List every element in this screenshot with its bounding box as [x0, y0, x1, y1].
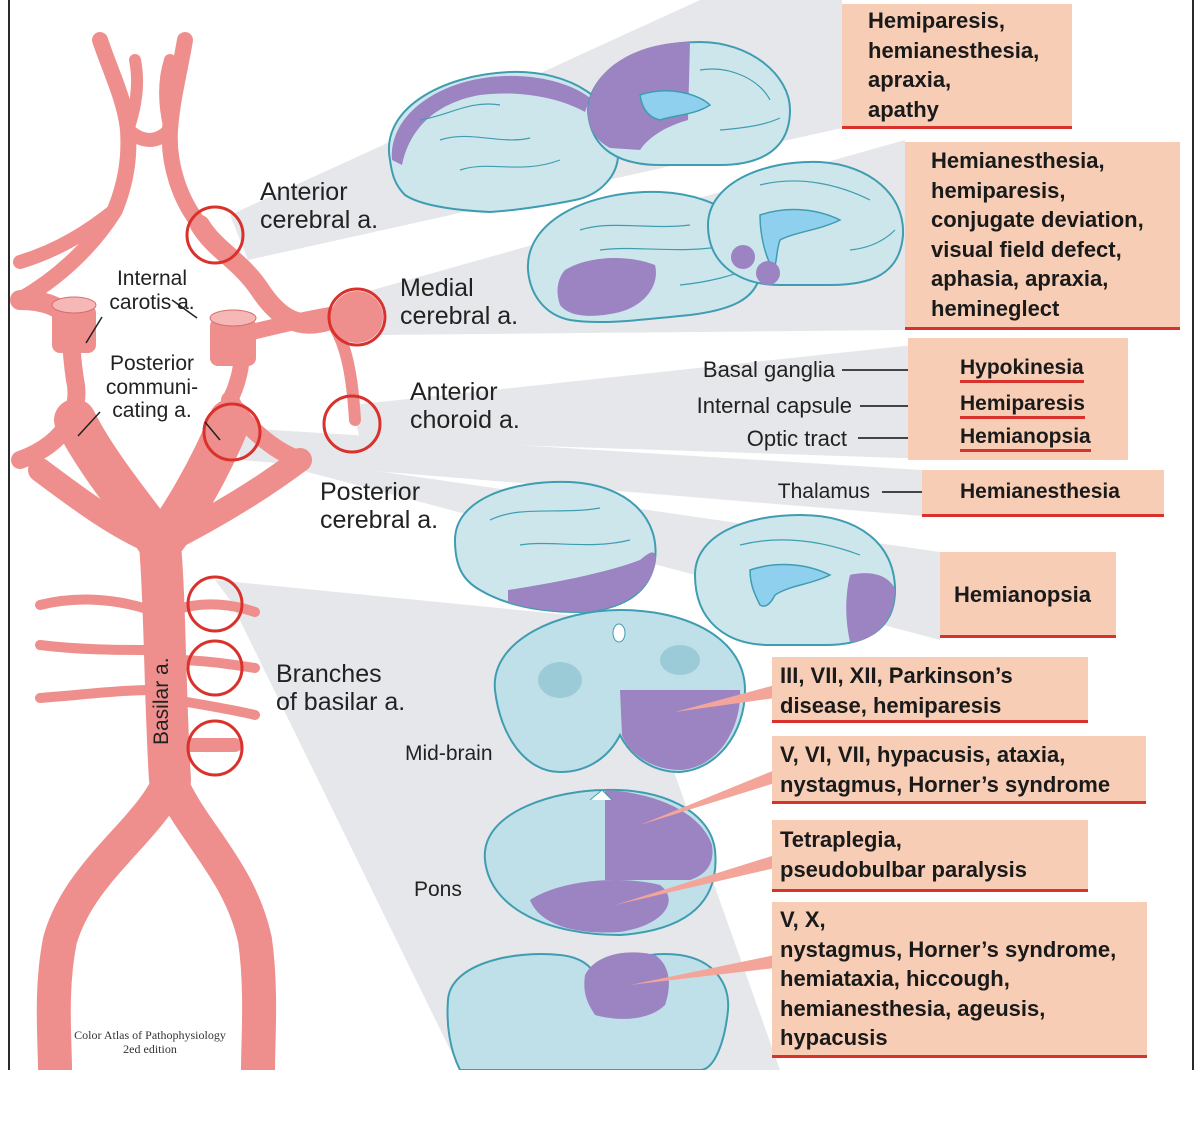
symptom-box-pca-occipital: Hemianopsia	[940, 552, 1116, 638]
brain-mca-lateral	[526, 190, 762, 324]
structure-thalamus: Thalamus	[777, 480, 870, 503]
frame-left-edge	[8, 0, 10, 1070]
label-pointers	[77, 299, 221, 441]
symptom-box-medial-cerebral: Hemianesthesia,hemiparesis,conjugate dev…	[905, 142, 1180, 330]
wedge-pons-basal	[615, 855, 775, 905]
beam-anterior-choroid	[352, 340, 960, 460]
symptom-box-pons-basal: Tetraplegia,pseudobulbar paralysis	[772, 820, 1088, 892]
frame-right-edge	[1192, 0, 1194, 1070]
circle-anterior-cerebral	[185, 205, 245, 265]
brain-pca-lateral	[453, 480, 657, 614]
result-hemianesthesia: Hemianesthesia	[960, 480, 1120, 503]
circle-basilar-branch-1	[186, 575, 244, 633]
result-hemianopsia: Hemianopsia	[960, 425, 1091, 452]
symptom-box-medulla: V, X,nystagmus, Horner’s syndrome,hemiat…	[772, 902, 1147, 1058]
structure-optic-tract: Optic tract	[746, 426, 847, 451]
brain-mca-medial	[706, 160, 905, 286]
circle-basilar-branch-2	[186, 639, 244, 697]
wedge-pons-lateral	[640, 770, 775, 825]
callout-wedges	[615, 685, 775, 985]
thalamus-result-panel	[922, 470, 1164, 517]
brainstem-medulla	[446, 952, 730, 1070]
anterior-choroid-result-panel	[908, 338, 1128, 460]
wedge-medulla	[630, 955, 775, 985]
carotid-left-ascending	[12, 32, 137, 308]
label-midbrain: Mid-brain	[405, 742, 493, 765]
occlusion-circles	[185, 205, 387, 777]
brain-pca-medial	[693, 513, 897, 646]
circle-anterior-choroid	[322, 394, 382, 454]
carotid-siphons	[51, 291, 383, 366]
circle-basilar-branch-3	[186, 719, 244, 777]
circle-posterior-communicating	[202, 402, 262, 462]
wedge-midbrain	[675, 685, 775, 712]
label-pons: Pons	[414, 878, 462, 901]
brainstem-pons	[483, 788, 717, 937]
structure-internal-capsule: Internal capsule	[696, 393, 852, 418]
beam-posterior-cerebral	[240, 428, 922, 516]
brainstem-midbrain	[493, 608, 747, 774]
symptom-box-anterior-cerebral: Hemiparesis,hemianesthesia,apraxia,apath…	[842, 4, 1072, 129]
brain-aca-lateral	[387, 70, 620, 214]
circle-medial-cerebral	[327, 287, 387, 347]
structure-basal-ganglia: Basal ganglia	[702, 357, 835, 382]
label-basilar: Basilar a.	[150, 657, 173, 745]
result-hemiparesis: Hemiparesis	[960, 392, 1085, 419]
result-hypokinesia: Hypokinesia	[960, 356, 1084, 383]
arterial-tree	[10, 32, 361, 1070]
symptom-box-pons-lateral: V, VI, VII, hypacusis, ataxia,nystagmus,…	[772, 736, 1146, 804]
brain-aca-medial	[586, 40, 792, 166]
